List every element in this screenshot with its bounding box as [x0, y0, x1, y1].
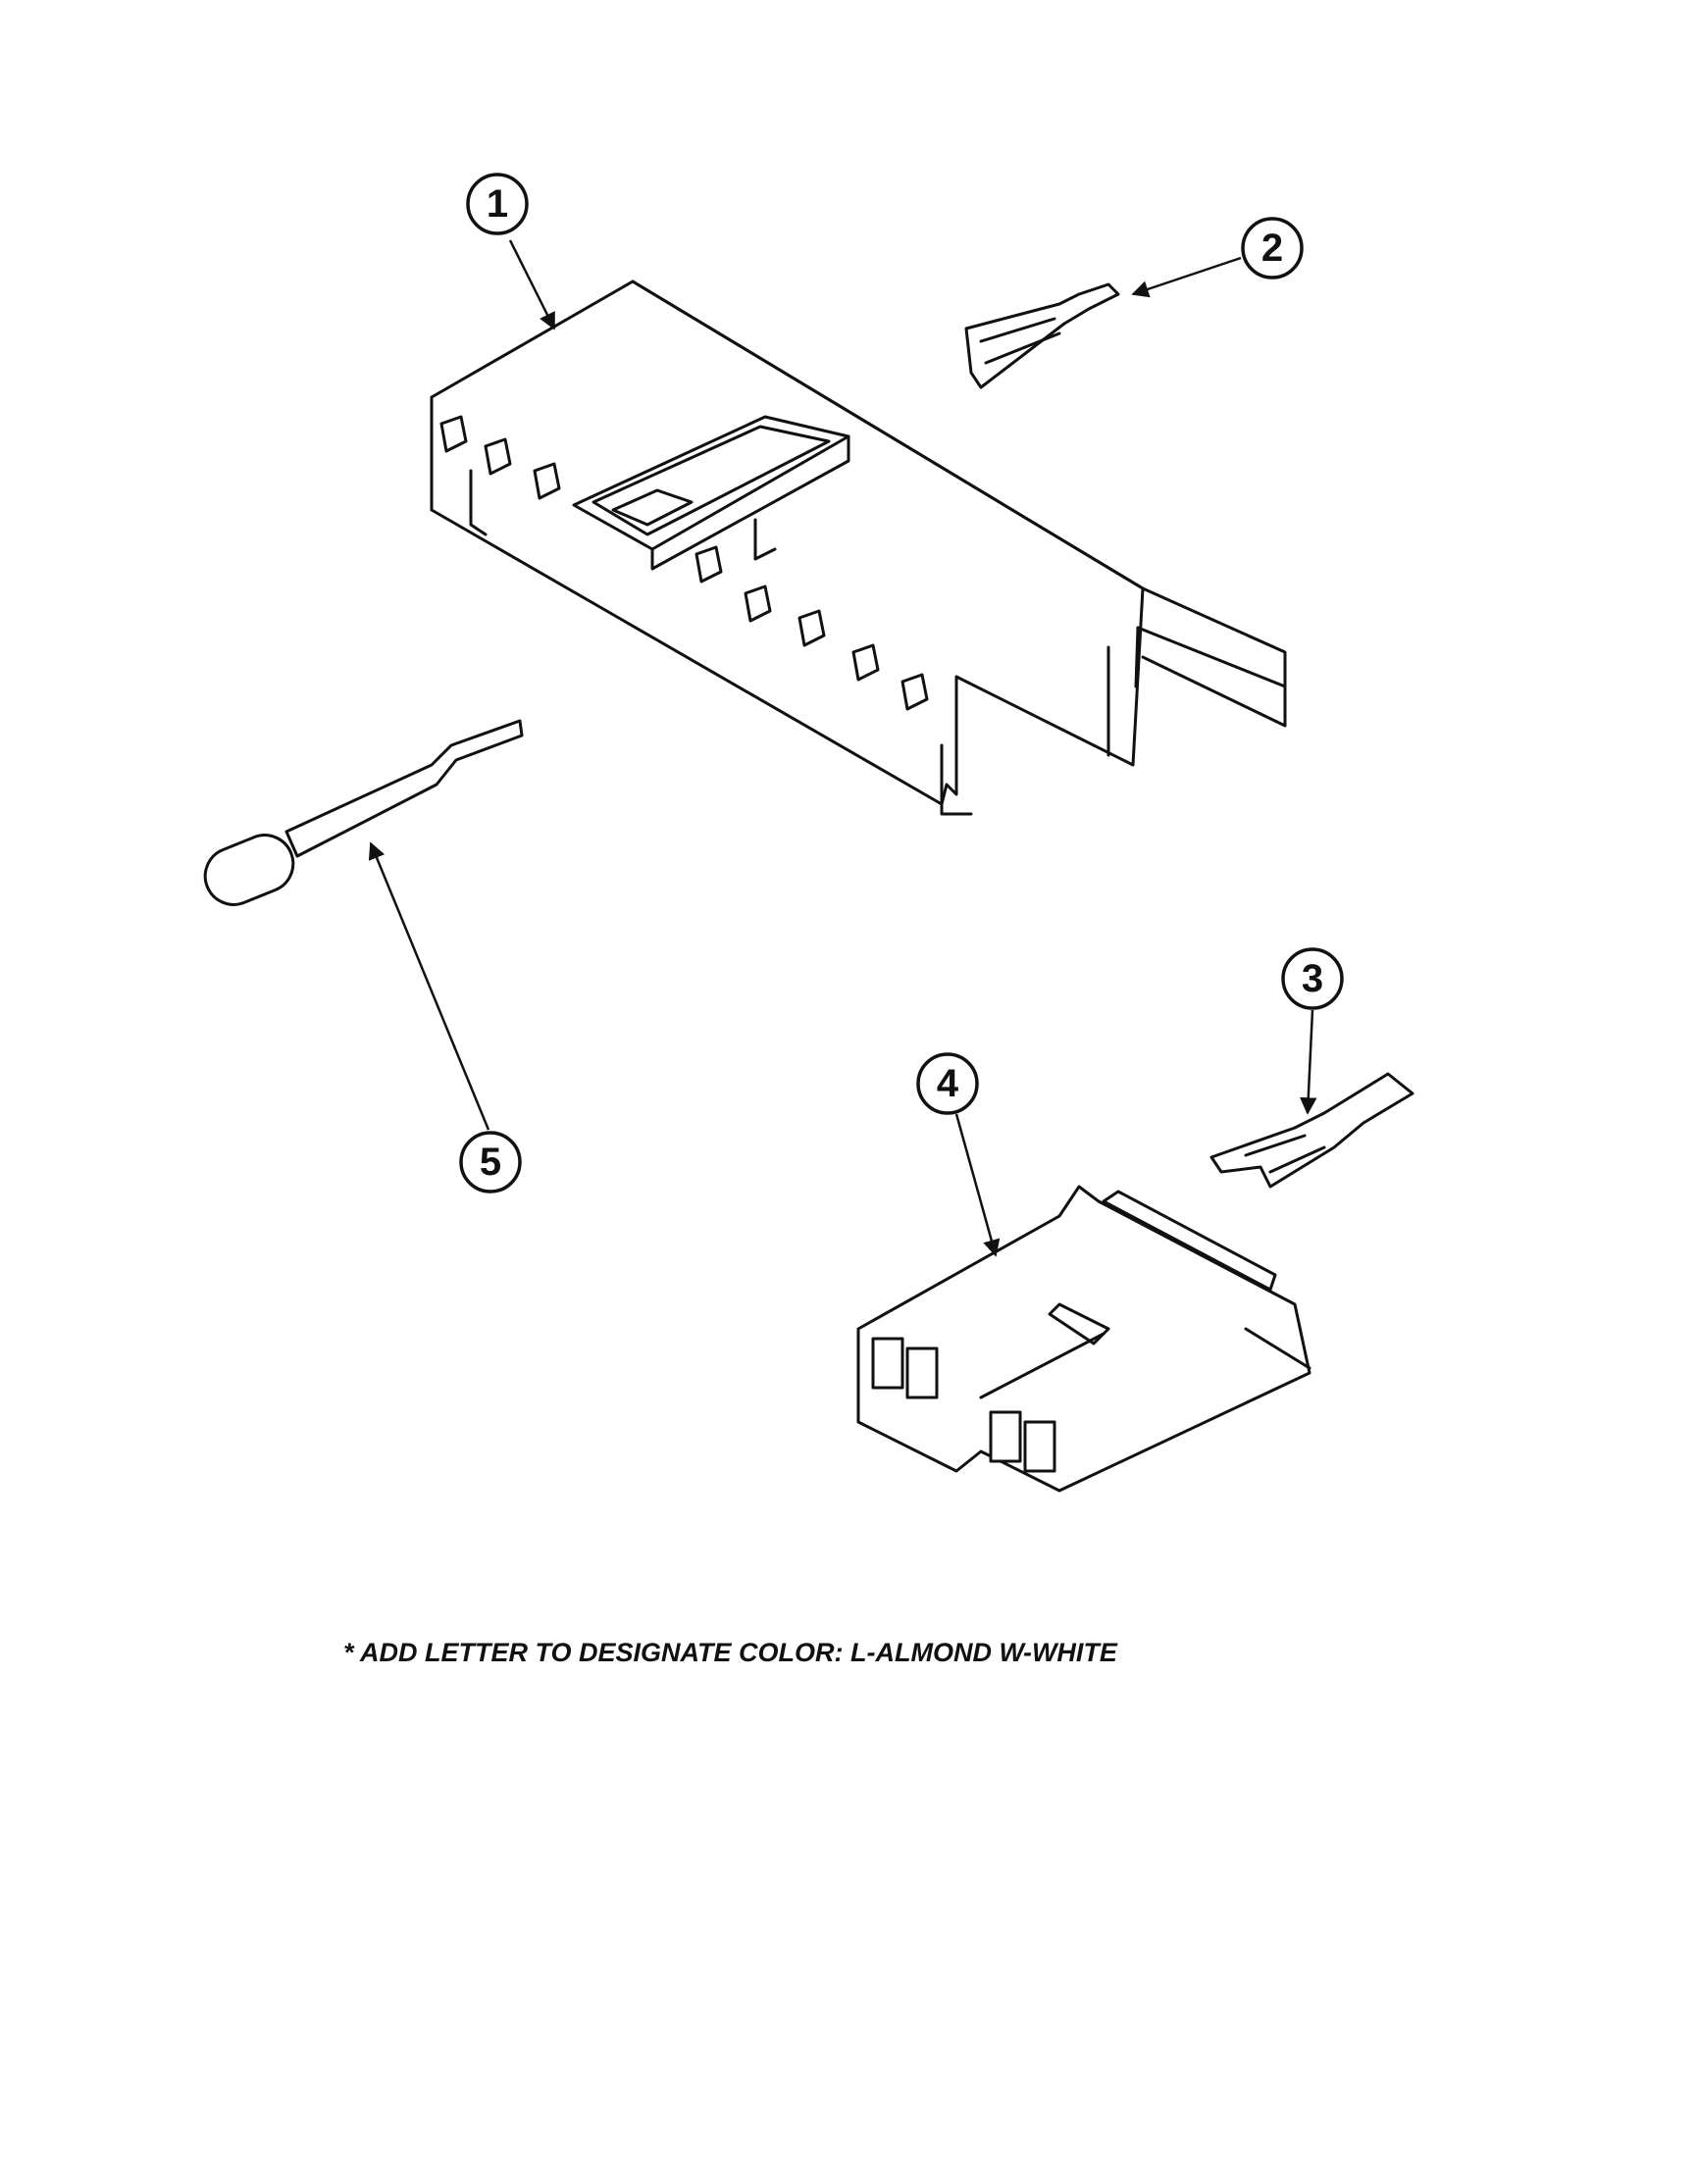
leader-lines	[368, 239, 1317, 1257]
terminal-cavities-lower	[871, 1337, 1056, 1473]
callout-4: 4	[916, 1052, 979, 1115]
terminal-cavities	[439, 415, 929, 711]
svg-text:3: 3	[1302, 957, 1323, 1000]
color-designation-note: * ADD LETTER TO DESIGNATE COLOR: L-ALMON…	[343, 1638, 1117, 1667]
part-3-terminal	[1209, 1072, 1414, 1189]
part-1-connector-housing	[430, 279, 1287, 816]
callout-2: 2	[1241, 217, 1304, 279]
callout-5: 5	[459, 1131, 522, 1194]
svg-text:2: 2	[1261, 227, 1283, 270]
part-5-probe	[203, 719, 524, 906]
callout-1: 1	[466, 173, 529, 235]
part-4-connector-housing	[856, 1185, 1311, 1493]
svg-text:1: 1	[487, 182, 508, 226]
part-2-terminal	[964, 282, 1120, 389]
svg-text:4: 4	[937, 1062, 959, 1105]
svg-text:5: 5	[480, 1141, 501, 1184]
callout-3: 3	[1281, 947, 1344, 1010]
